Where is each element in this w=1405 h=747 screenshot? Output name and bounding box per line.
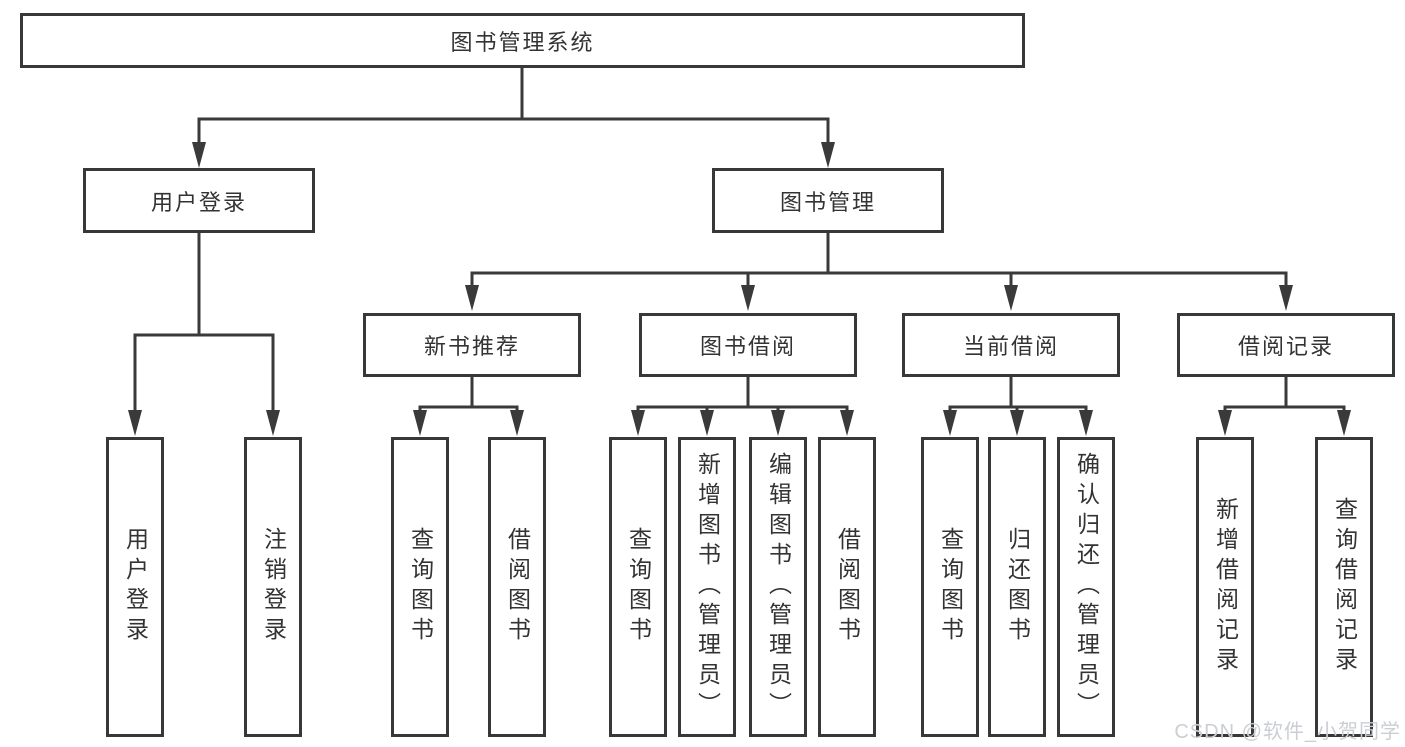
leaf-label: 注销登录 bbox=[260, 527, 287, 647]
node-current-borrowing: 当前借阅 bbox=[902, 313, 1120, 377]
node-label: 图书管理 bbox=[779, 189, 876, 215]
leaf-label: 确认归还（管理员） bbox=[1073, 452, 1100, 722]
leaf-add-borrow-record: 新增借阅记录 bbox=[1196, 437, 1254, 737]
leaf-return-book: 归还图书 bbox=[988, 437, 1046, 737]
connector-borrow-records-children bbox=[1218, 377, 1351, 436]
leaf-add-book-admin: 新增图书（管理员） bbox=[678, 437, 736, 737]
connector-root-to-level2 bbox=[192, 68, 835, 168]
leaf-label: 新增借阅记录 bbox=[1212, 497, 1239, 677]
leaf-query-books-current: 查询图书 bbox=[921, 437, 979, 737]
leaf-label: 借阅图书 bbox=[504, 527, 531, 647]
node-book-management: 图书管理 bbox=[712, 168, 944, 233]
connector-book-borrow-children bbox=[631, 377, 854, 436]
node-label: 当前借阅 bbox=[962, 334, 1059, 359]
node-label: 图书借阅 bbox=[699, 334, 796, 359]
leaf-label: 查询借阅记录 bbox=[1331, 497, 1358, 677]
leaf-label: 新增图书（管理员） bbox=[694, 452, 721, 722]
leaf-label: 编辑图书（管理员） bbox=[765, 452, 792, 722]
connector-new-book-children bbox=[413, 377, 524, 436]
node-label: 新书推荐 bbox=[423, 334, 520, 359]
node-borrowing-records: 借阅记录 bbox=[1177, 313, 1395, 377]
connector-book-management-children bbox=[465, 233, 1293, 311]
leaf-borrow-books: 借阅图书 bbox=[818, 437, 876, 737]
connector-user-login-children bbox=[128, 233, 280, 436]
connector-current-borrow-children bbox=[943, 377, 1093, 436]
leaf-logout: 注销登录 bbox=[244, 437, 302, 737]
leaf-label: 借阅图书 bbox=[834, 527, 861, 647]
leaf-label: 查询图书 bbox=[407, 527, 434, 647]
node-library-management-system: 图书管理系统 bbox=[20, 13, 1025, 68]
node-new-book-recommendation: 新书推荐 bbox=[363, 313, 581, 377]
node-label: 图书管理系统 bbox=[450, 29, 595, 55]
leaf-user-login: 用户登录 bbox=[106, 437, 164, 737]
leaf-query-borrow-record: 查询借阅记录 bbox=[1315, 437, 1373, 737]
node-book-borrowing: 图书借阅 bbox=[639, 313, 857, 377]
leaf-label: 用户登录 bbox=[122, 527, 149, 647]
node-label: 借阅记录 bbox=[1237, 334, 1334, 359]
leaf-query-books-borrowing: 查询图书 bbox=[609, 437, 667, 737]
leaf-confirm-return-admin: 确认归还（管理员） bbox=[1057, 437, 1115, 737]
csdn-watermark: CSDN @软件_小贺同学 bbox=[1174, 721, 1401, 743]
leaf-label: 查询图书 bbox=[625, 527, 652, 647]
leaf-label: 查询图书 bbox=[937, 527, 964, 647]
leaf-query-books-recommend: 查询图书 bbox=[391, 437, 449, 737]
leaf-borrow-books-recommend: 借阅图书 bbox=[488, 437, 546, 737]
node-label: 用户登录 bbox=[150, 189, 247, 215]
leaf-label: 归还图书 bbox=[1004, 527, 1031, 647]
node-user-login: 用户登录 bbox=[83, 168, 315, 233]
leaf-edit-book-admin: 编辑图书（管理员） bbox=[749, 437, 807, 737]
